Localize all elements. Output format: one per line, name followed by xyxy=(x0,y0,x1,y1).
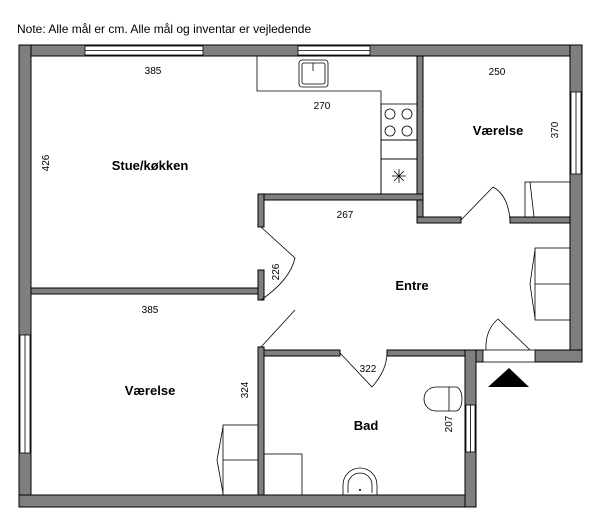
doors xyxy=(260,186,536,388)
toilet-icon xyxy=(423,386,463,412)
living-depth: 426 xyxy=(41,154,52,171)
washbasin-icon xyxy=(342,467,378,495)
room-entrance: Entre xyxy=(395,278,428,293)
entrance-door-swing xyxy=(485,318,531,351)
entrance-width: 267 xyxy=(337,210,354,221)
room-bathroom: Bad xyxy=(354,418,379,433)
plan-note: Note: Alle mål er cm. Alle mål og invent… xyxy=(17,22,312,36)
kitchen-counter xyxy=(256,56,418,195)
bedroom-top-width: 250 xyxy=(489,67,506,78)
fridge-icon xyxy=(380,158,418,195)
door-bedroom-top xyxy=(460,186,511,221)
door-bathroom xyxy=(339,352,388,388)
outer-walls xyxy=(18,44,583,508)
room-living: Stue/køkken xyxy=(112,158,189,173)
bathroom-cabinet xyxy=(263,453,303,496)
bedroom-bottom-width: 385 xyxy=(142,305,159,316)
kitchen-width: 270 xyxy=(314,101,331,112)
door-living xyxy=(260,226,296,301)
entrance-depth: 226 xyxy=(271,263,282,280)
labels: 385 270 426 Stue/køkken 250 Værelse 370 … xyxy=(41,66,561,433)
furniture xyxy=(216,181,571,496)
interior-walls xyxy=(30,55,571,496)
sink-icon xyxy=(298,59,329,88)
bathroom-depth: 207 xyxy=(444,415,455,432)
door-bedroom-bottom xyxy=(260,309,296,348)
windows xyxy=(19,45,582,454)
living-width: 385 xyxy=(145,66,162,77)
room-bedroom-bottom: Værelse xyxy=(125,383,176,398)
room-bedroom-top: Værelse xyxy=(473,123,524,138)
bedroom-bottom-depth: 324 xyxy=(240,381,251,398)
entrance-door xyxy=(482,349,536,363)
bathroom-width: 322 xyxy=(360,364,377,375)
bedroom-top-depth: 370 xyxy=(550,121,561,138)
entrance-arrow-icon xyxy=(488,368,529,387)
wardrobe xyxy=(524,181,571,218)
